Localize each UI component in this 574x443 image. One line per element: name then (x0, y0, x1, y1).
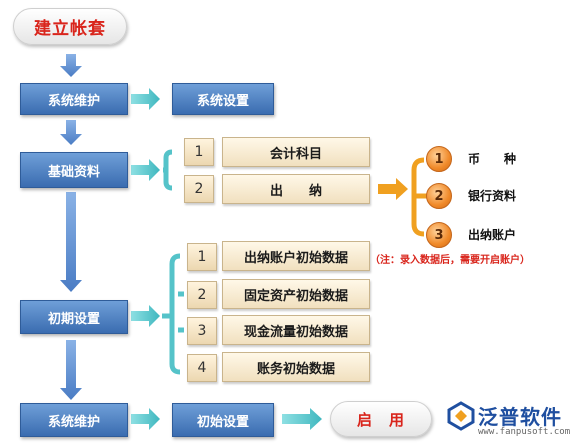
initial-item-2: 固定资产初始数据 (222, 279, 370, 309)
fanpu-logo-icon (447, 401, 475, 431)
cashier-item-2-number: 2 (426, 183, 452, 209)
arrow-right-2 (131, 159, 160, 181)
step-label: 系统维护 (47, 414, 100, 430)
start-label: 建立帐套 (34, 19, 106, 39)
arrow-orange (378, 178, 408, 200)
cashier-item-3-number: 3 (426, 222, 452, 248)
cashier-item-2: 银行资料 (468, 188, 517, 203)
enable-label: 启 用 (356, 410, 405, 429)
basic-item-2-number: 2 (184, 175, 214, 203)
initial-item-1: 出纳账户初始数据 (222, 241, 370, 271)
enable-node: 启 用 (330, 401, 432, 437)
arrow-right-1 (131, 88, 160, 110)
initial-item-1-number: 1 (187, 243, 217, 271)
cashier-item-1: 币 种 (468, 151, 517, 166)
arrow-right-5 (282, 408, 322, 430)
step-label: 初期设置 (47, 311, 100, 327)
step-label: 基础资料 (47, 164, 100, 180)
initial-item-3: 现金流量初始数据 (222, 315, 370, 345)
step-label: 初始设置 (196, 414, 249, 430)
basic-item-2: 出 纳 (222, 174, 370, 204)
step-system-maintain-1: 系统维护 (20, 83, 128, 115)
arrow-right-3 (131, 305, 160, 327)
arrow-down-1 (60, 54, 82, 77)
initial-item-3-number: 3 (187, 317, 217, 345)
step-label: 系统维护 (47, 93, 100, 109)
basic-item-1-number: 1 (184, 138, 214, 166)
step-initial-setting: 初始设置 (172, 403, 274, 437)
arrow-down-2 (60, 120, 82, 145)
initial-item-4-number: 4 (187, 354, 217, 382)
initial-item-2-number: 2 (187, 281, 217, 309)
logo-url: www.fanpusoft.com (478, 427, 571, 437)
cashier-note: （注：录入数据后，需要开启账户） (370, 255, 530, 266)
cashier-item-3: 出纳账户 (468, 227, 517, 242)
start-node: 建立帐套 (13, 8, 127, 45)
step-label: 系统设置 (196, 93, 249, 109)
step-system-maintain-2: 系统维护 (20, 403, 128, 437)
cashier-item-1-number: 1 (426, 146, 452, 172)
arrow-down-4 (60, 340, 82, 400)
arrow-right-4 (131, 408, 160, 430)
step-basic-data: 基础资料 (20, 152, 128, 188)
step-initial-setup: 初期设置 (20, 300, 128, 334)
arrow-down-3 (60, 192, 82, 292)
step-system-setting: 系统设置 (172, 83, 274, 115)
basic-item-1: 会计科目 (222, 137, 370, 167)
logo-name: 泛普软件 (478, 405, 562, 429)
initial-item-4: 账务初始数据 (222, 352, 370, 382)
